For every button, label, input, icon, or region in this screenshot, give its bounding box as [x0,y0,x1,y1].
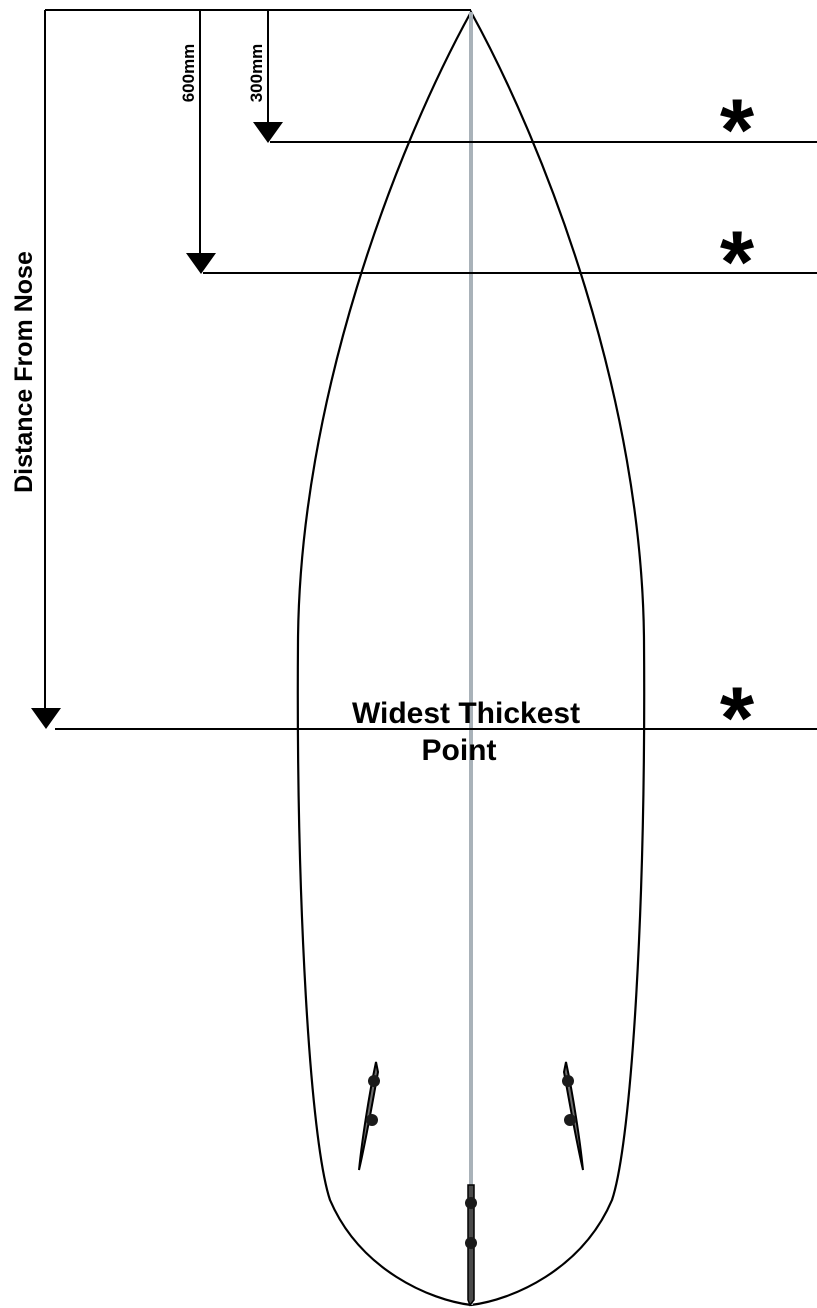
marker-asterisk-600mm: * [720,212,755,311]
widest-point-label-line1: Widest Thickest [352,697,580,730]
distance-from-nose-arrow [31,10,61,729]
label-600mm: 600mm [179,44,198,103]
marker-asterisk-300mm: * [720,80,755,179]
arrow-300mm [253,10,283,143]
left-side-fin [358,1061,380,1171]
label-300mm: 300mm [247,44,266,103]
distance-from-nose-label: Distance From Nose [10,251,38,493]
center-fin [465,1184,477,1307]
arrow-600mm [186,10,216,274]
marker-asterisk-widest: * [720,668,755,767]
widest-point-label-line2: Point [422,734,497,767]
right-side-fin [562,1061,584,1171]
